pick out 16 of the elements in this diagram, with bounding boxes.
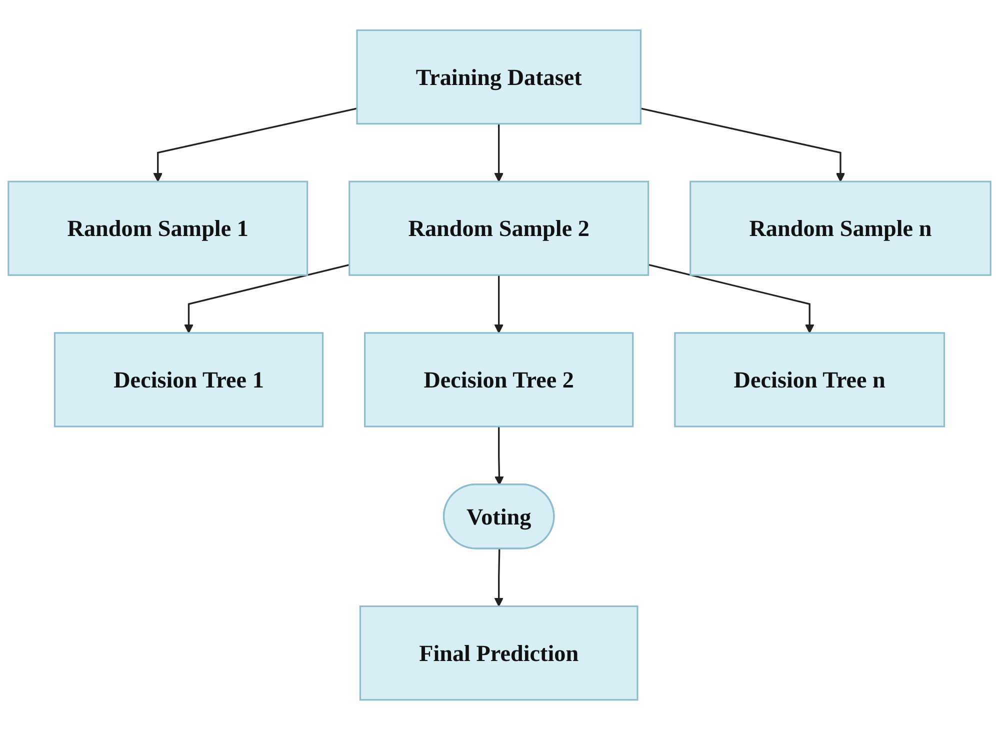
arrow [640, 108, 846, 182]
node-box: Random Sample 1 [8, 180, 308, 276]
arrow [153, 108, 358, 182]
arrow [494, 124, 504, 182]
node-box: Decision Tree n [674, 332, 946, 428]
arrow [494, 548, 504, 607]
node-box: Final Prediction [359, 605, 638, 701]
node-box: Decision Tree 1 [54, 332, 324, 428]
node-box: Training Dataset [356, 29, 642, 125]
node-box: Decision Tree 2 [364, 332, 634, 428]
arrow [494, 275, 504, 334]
node-box: Random Sample n [690, 180, 992, 276]
arrow [494, 426, 504, 486]
arrow [648, 264, 814, 334]
arrow [184, 264, 350, 334]
node-box: Random Sample 2 [348, 180, 650, 276]
